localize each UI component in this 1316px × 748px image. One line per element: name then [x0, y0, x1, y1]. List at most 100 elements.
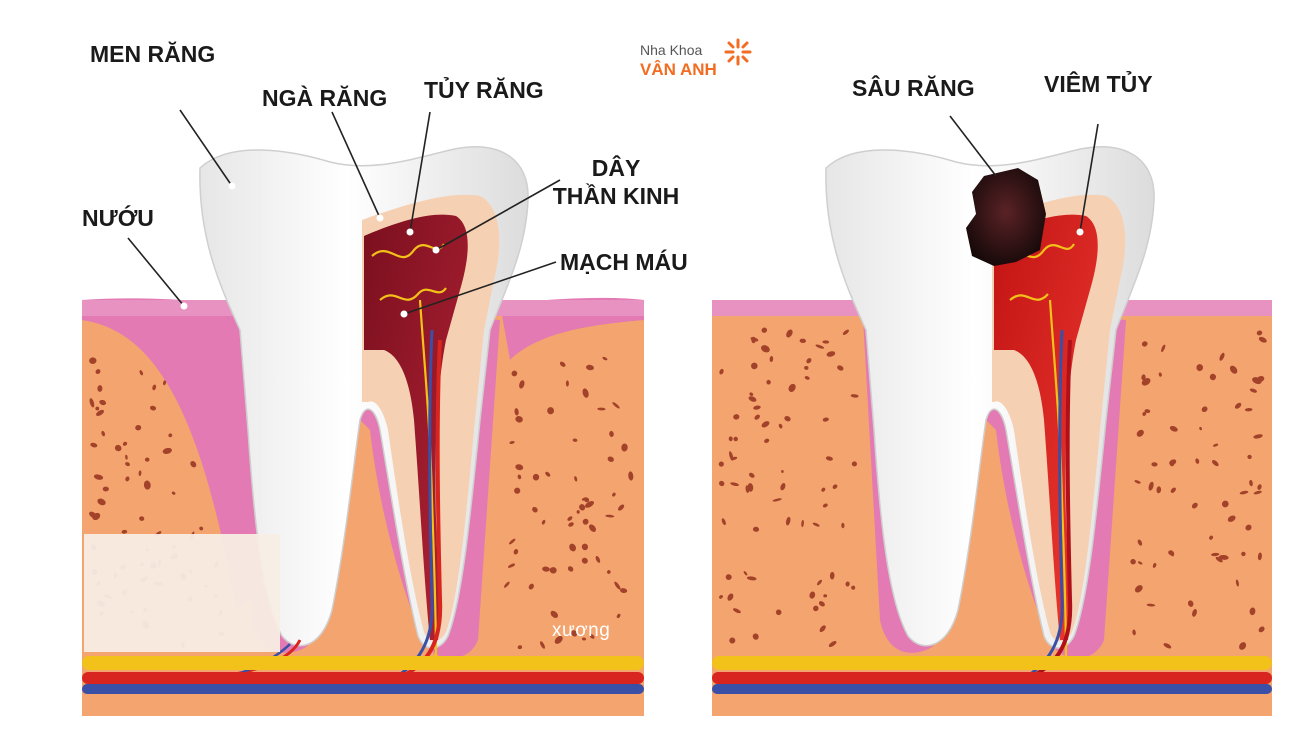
label-nerve: DÂY THẦN KINH — [546, 154, 686, 210]
bone-pore — [718, 461, 724, 467]
bone-pore — [503, 581, 510, 588]
bone-pore — [1258, 626, 1265, 633]
bone-pore — [1134, 480, 1141, 484]
bone-pore — [1241, 551, 1246, 557]
left-gum — [82, 298, 250, 610]
bone-pore — [549, 567, 557, 574]
bone-pore — [162, 447, 172, 454]
bone-pore — [567, 566, 574, 572]
bone-pore — [99, 399, 107, 406]
bone-pore — [589, 524, 596, 532]
bone-pore — [138, 470, 142, 476]
bone-pore — [1245, 524, 1252, 531]
sparkle-icon — [724, 38, 752, 66]
bone-pore — [507, 563, 516, 568]
bone-pore — [799, 338, 806, 344]
bone-pore — [1170, 487, 1176, 493]
bone-pore — [101, 430, 106, 437]
bone-pore — [152, 384, 157, 391]
bone-pore — [851, 585, 856, 590]
bone-pore — [1253, 490, 1262, 495]
bone-pore — [143, 480, 151, 490]
bone-pore — [628, 471, 634, 481]
bone-pore — [752, 633, 759, 640]
bone-pore — [1192, 609, 1197, 617]
bone-pore — [162, 380, 167, 386]
bone-pore — [1163, 643, 1172, 649]
label-bone: xương — [552, 620, 611, 641]
bone-pore — [822, 503, 828, 508]
bone-pore — [121, 529, 128, 534]
bone-pore — [806, 358, 812, 364]
bone-pore — [1256, 330, 1263, 336]
bone-pore — [1151, 462, 1158, 467]
bone-pore — [754, 414, 760, 420]
bone-pore — [519, 380, 525, 389]
bone-pore — [718, 480, 725, 487]
bone-pore — [508, 538, 516, 545]
bone-pore — [1212, 443, 1219, 447]
bone-pore — [517, 645, 523, 650]
bone-pore — [1229, 365, 1238, 374]
bone-pore — [784, 416, 791, 422]
bone-pore — [614, 581, 621, 590]
bone-pore — [125, 454, 128, 460]
bone-pore — [581, 543, 589, 551]
bone-pore — [1253, 434, 1263, 439]
bone-pore — [584, 497, 590, 503]
bone-pore — [517, 474, 522, 480]
bone-pore — [616, 613, 621, 619]
bone-pore — [92, 512, 101, 521]
bone-pore — [1158, 372, 1162, 377]
bone-pore — [612, 492, 616, 497]
bone-pore — [554, 635, 563, 644]
bone-pore — [97, 498, 106, 506]
bone-pore — [719, 595, 723, 599]
bone-pore — [1239, 642, 1247, 650]
bone-pore — [749, 392, 754, 396]
bone-pore — [171, 491, 176, 495]
bone-pore — [825, 456, 833, 461]
bone-pore — [1209, 535, 1214, 540]
bone-pore — [809, 591, 816, 599]
bone-pore — [815, 344, 825, 349]
bone-pore — [139, 370, 144, 376]
label-dentin: NGÀ RĂNG — [262, 85, 388, 111]
bone-pore — [781, 470, 784, 473]
bone-pore — [125, 462, 130, 467]
bone-pore — [733, 414, 740, 420]
bone-pore — [1195, 458, 1200, 464]
bone-pore — [595, 555, 601, 563]
bone-pore — [607, 456, 614, 462]
bone-pore — [597, 407, 606, 411]
bone-pore — [761, 345, 770, 353]
bone-pore — [748, 396, 757, 402]
bone-pore — [1257, 552, 1262, 561]
bone-pore — [571, 630, 578, 637]
bone-pore — [766, 379, 771, 385]
bone-pore — [568, 522, 574, 527]
bone-pore — [785, 516, 791, 526]
bone-pore — [1201, 406, 1208, 413]
bone-pore — [851, 461, 857, 467]
bone-pore — [828, 640, 837, 648]
bone-pore — [1215, 556, 1223, 563]
label-enamel: MEN RĂNG — [90, 41, 216, 67]
bone-pore — [837, 365, 844, 371]
bone-pore — [1258, 336, 1267, 343]
bone-pore — [509, 441, 515, 444]
bone-pore — [753, 405, 761, 410]
bone-pore — [144, 457, 150, 462]
label-nerve-line1: DÂY — [591, 155, 641, 181]
bone-pore — [605, 514, 615, 518]
right-caries — [966, 168, 1046, 266]
bone-pore — [609, 431, 614, 437]
bone-pore — [532, 473, 540, 481]
bone-pore — [1249, 607, 1256, 616]
bone-pore — [747, 483, 754, 492]
bone-pore — [1211, 552, 1220, 557]
bone-pore — [95, 369, 101, 375]
bone-pore — [89, 398, 95, 408]
bone-pore — [612, 402, 620, 409]
bone-pore — [804, 365, 809, 370]
